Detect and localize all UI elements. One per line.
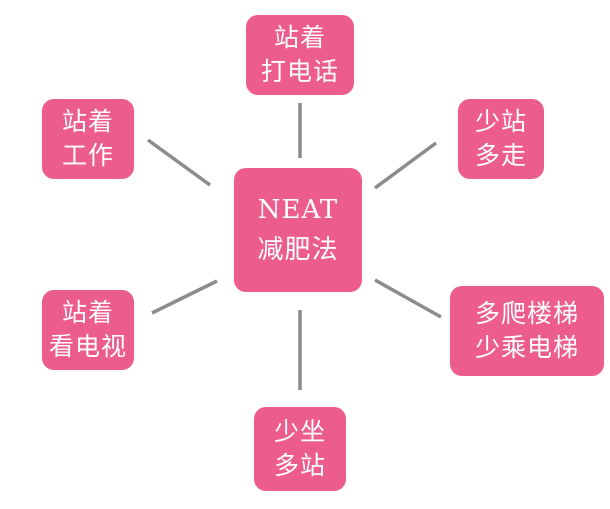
node-stand-tv: 站着 看电视: [42, 290, 134, 370]
connector-to-work: [146, 138, 212, 187]
node-tv-line1: 站着: [61, 298, 114, 327]
node-stand-work: 站着 工作: [42, 99, 134, 179]
node-stairs-line1: 多爬楼梯: [474, 299, 579, 328]
node-walk-line2: 多走: [474, 141, 527, 170]
node-tv-line2: 看电视: [48, 332, 127, 361]
node-work-line2: 工作: [61, 141, 114, 170]
node-sit-less: 少坐 多站: [254, 407, 346, 491]
node-phone-line2: 打电话: [260, 57, 339, 86]
connector-to-walk: [373, 141, 438, 190]
node-stairs: 多爬楼梯 少乘电梯: [450, 286, 604, 376]
node-stand-phone: 站着 打电话: [246, 15, 354, 95]
connector-to-tv: [151, 279, 218, 315]
center-node-line2: 减肥法: [257, 235, 339, 265]
connector-to-stairs: [374, 278, 442, 319]
center-node-neat: NEAT 减肥法: [234, 168, 362, 292]
node-stairs-line2: 少乘电梯: [474, 333, 579, 362]
node-phone-line1: 站着: [273, 23, 326, 52]
node-work-line1: 站着: [61, 107, 114, 136]
center-node-line1: NEAT: [257, 195, 339, 225]
node-sit-line2: 多站: [273, 451, 326, 480]
node-walk-more: 少站 多走: [458, 99, 544, 179]
node-walk-line1: 少站: [474, 107, 527, 136]
node-sit-line1: 少坐: [273, 417, 326, 446]
